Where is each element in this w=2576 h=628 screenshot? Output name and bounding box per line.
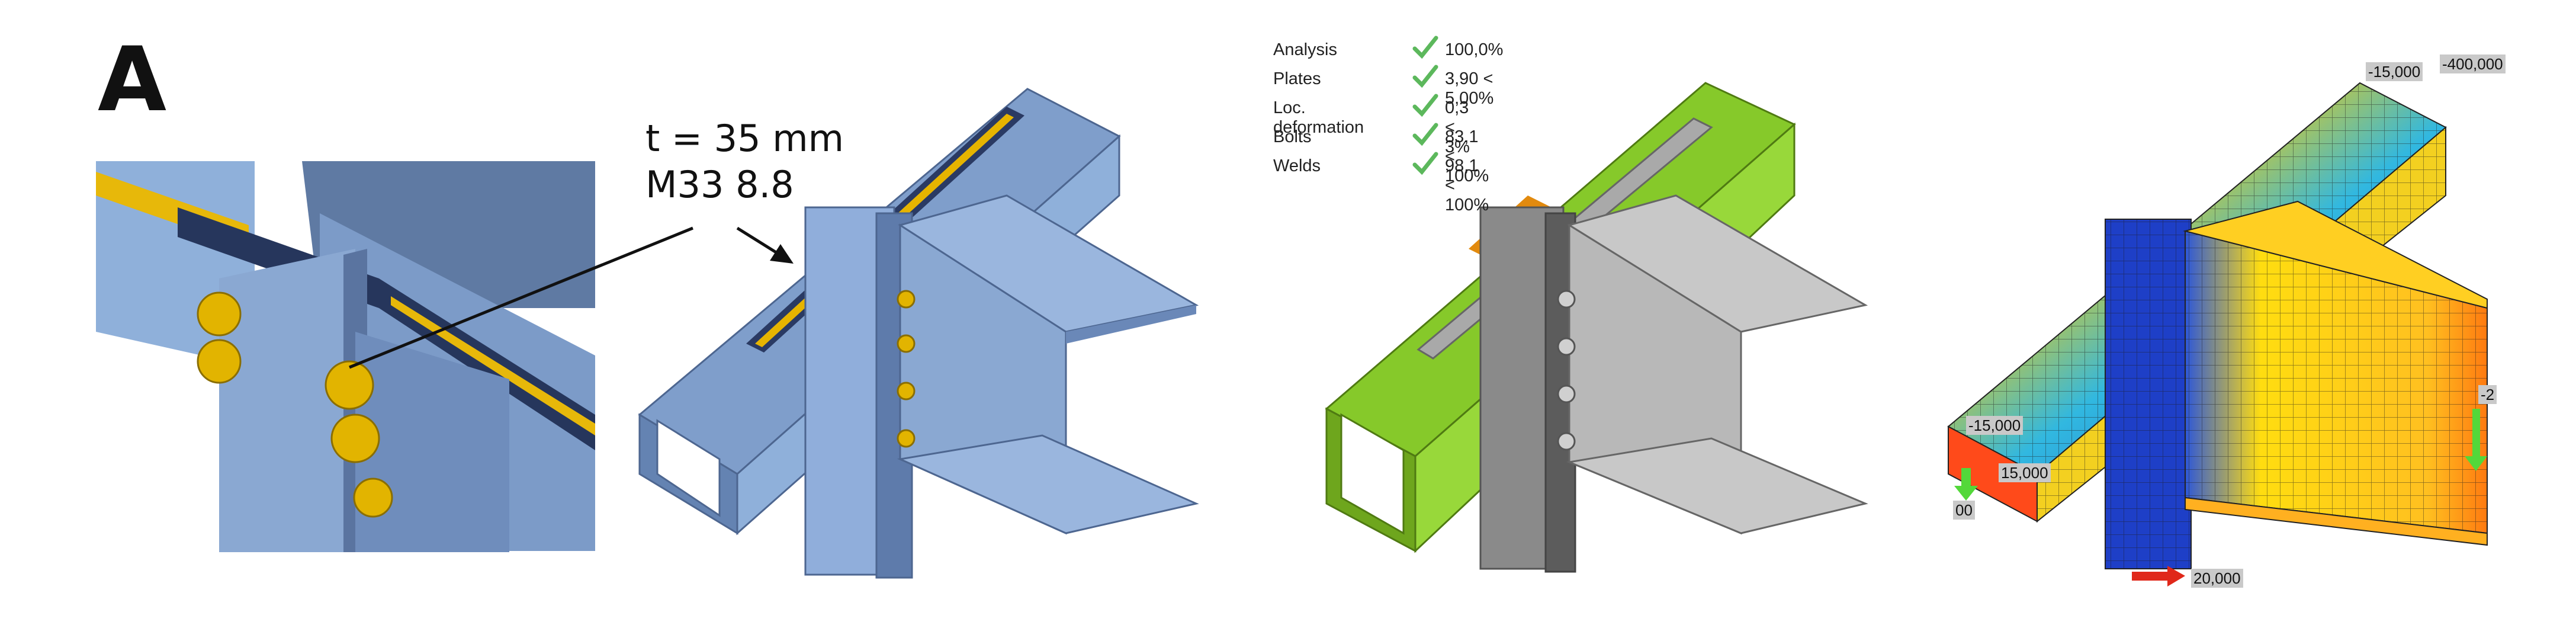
fea-label-left-bottom: 00 [1953,501,1975,520]
fea-label-bottom: 20,000 [2191,569,2243,588]
fea-label-left-upper: -15,000 [1966,416,2023,435]
check-label: Analysis [1273,40,1337,59]
load-arrow-right [2465,409,2487,471]
fea-label-top-right: -400,000 [2440,55,2506,73]
check-icon [1412,152,1438,175]
check-value: 3,90 < 5,00% [1445,69,1494,108]
check-label: Plates [1273,69,1321,88]
load-arrow-left [1954,468,1978,501]
fea-model [1947,82,2488,587]
check-value: 83,1 < 100% [1445,127,1489,185]
check-label: Bolts [1273,127,1312,146]
detail-view [96,161,595,552]
check-label: Loc. deformation [1273,98,1364,137]
bolt-grade-label: M33 8.8 [645,163,794,206]
panel-letter: A [98,28,167,132]
detail-end-plate [219,249,355,552]
detail-bolts [197,291,393,518]
annotation-text: t = 35 mm M33 8.8 [645,116,844,208]
check-icon [1412,94,1438,117]
check-value: 100,0% [1445,40,1504,59]
fea-label-top-left: -15,000 [2366,62,2423,81]
grey-bolts [1557,290,1576,451]
check-icon [1412,36,1438,59]
load-arrow-bottom [2132,566,2185,587]
plate-thickness-label: t = 35 mm [645,117,844,160]
green-model [1325,82,1868,573]
blue-model [638,88,1199,579]
check-label: Welds [1273,156,1321,175]
fea-label-left-mid: 15,000 [1999,463,2051,482]
check-icon [1412,123,1438,146]
check-value: 98,1 < 100% [1445,156,1489,214]
leader-line [349,226,693,369]
blue-bolts [897,290,916,448]
fea-label-right: -2 [2478,385,2497,404]
check-value: 0,3 < 3% [1445,98,1470,156]
check-icon [1412,65,1438,88]
